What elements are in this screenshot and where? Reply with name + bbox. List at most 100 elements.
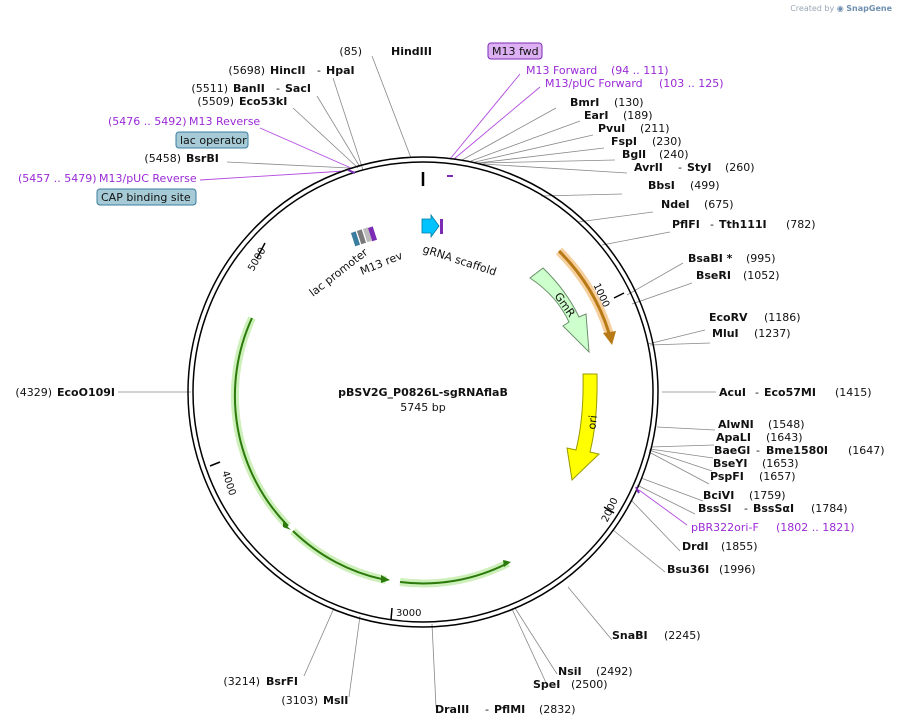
- site-sep-acui: -: [755, 386, 759, 399]
- credit-prefix: Created by: [790, 4, 835, 13]
- site-pos-ndei: (675): [704, 198, 734, 211]
- site-name-ecoo109i: EcoO109I: [57, 386, 115, 399]
- grna-scaffold-arrow: [421, 213, 440, 239]
- site-pos-avrii: (260): [725, 161, 755, 174]
- site-pos-apali: (1643): [766, 431, 803, 444]
- snapgene-logo-icon: ◉: [836, 4, 844, 13]
- plasmid-size: 5745 bp: [400, 401, 445, 414]
- site-name-bsrbi: BsrBI: [186, 152, 219, 165]
- primer-leaders: [199, 73, 688, 526]
- gmr-feature-arrow: [529, 267, 590, 354]
- leader-lines: [118, 55, 716, 708]
- site-name-acui: AcuI: [719, 386, 746, 399]
- green-arrowhead-1: [283, 522, 291, 530]
- site-pos-eco53ki: (5509): [197, 95, 234, 108]
- plasmid-name: pBSV2G_P0826L-sgRNAflaB: [338, 386, 508, 399]
- primer-name-m13puf: M13/pUC Forward: [545, 77, 643, 90]
- site-name-mlui: MluI: [712, 327, 739, 340]
- primer-range-m13r: (5476 .. 5492): [108, 115, 187, 128]
- site-name-pvui: PvuI: [598, 122, 625, 135]
- green-arrowhead-2: [381, 575, 390, 583]
- site-pos-bbsi: (499): [690, 179, 720, 192]
- site-name2-draiii: PflMI: [494, 703, 525, 716]
- site-name-snabi: SnaBI: [612, 629, 648, 642]
- site-pos-bsrbi: (5458): [144, 152, 181, 165]
- site-sep-avrii: -: [678, 161, 682, 174]
- site-sep-pflfi: -: [710, 218, 714, 231]
- ori-feature-arrow: [566, 373, 601, 482]
- site-pos-bsabi: (995): [746, 252, 776, 265]
- site-name-banii: BanII: [233, 82, 265, 95]
- site-name-drdi: DrdI: [682, 540, 709, 553]
- orange-feature-arrowhead: [603, 331, 616, 345]
- ori-label: ori: [585, 415, 599, 431]
- site-pos-alwni: (1548): [768, 418, 805, 431]
- site-pos-ecorv: (1186): [764, 311, 801, 324]
- cap-binding-site-label: CAP binding site: [101, 191, 191, 204]
- site-name-hindiii: HindIII: [391, 45, 432, 58]
- site-name-alwni: AlwNI: [718, 418, 754, 431]
- site-name2-banii: SacI: [285, 82, 311, 95]
- site-pos-bseri: (1052): [743, 269, 780, 282]
- site-pos-baegi: (1647): [848, 444, 885, 457]
- site-name-avrii: AvrII: [634, 161, 663, 174]
- primer-name-m13pur: M13/pUC Reverse: [99, 172, 197, 185]
- site-sep-baegi: -: [756, 444, 760, 457]
- site-pos-hincii: (5698): [228, 64, 265, 77]
- credit-brand: SnapGene: [846, 4, 892, 13]
- site-name-pflfi: PflFI: [672, 218, 700, 231]
- site-pos-bmri: (130): [614, 96, 644, 109]
- site-name-msli: MslI: [323, 694, 348, 707]
- site-sep-hincii: -: [317, 64, 321, 77]
- site-sep-banii: -: [276, 82, 280, 95]
- site-pos-pvui: (211): [640, 122, 670, 135]
- site-name-eari: EarI: [584, 109, 608, 122]
- site-name-draiii: DraIII: [435, 703, 469, 716]
- site-name-bseri: BseRI: [696, 269, 731, 282]
- site-pos-acui: (1415): [835, 386, 872, 399]
- grna-label: gRNA scaffold: [421, 242, 498, 278]
- primer-name-pbr: pBR322ori-F: [691, 521, 759, 534]
- backbone-outer-ring: [187, 156, 659, 628]
- site-name-bmri: BmrI: [570, 96, 599, 109]
- lac-operator-box: [175, 131, 249, 149]
- ring-primer-ticks: [347, 169, 640, 494]
- m13-fwd-box-label: M13 fwd: [492, 45, 539, 58]
- site-name-fspi: FspI: [611, 135, 637, 148]
- tick-label-4000: 4000: [219, 470, 237, 498]
- tick-label-2000: 2000: [600, 496, 621, 524]
- lac-cluster: [350, 226, 378, 247]
- primer-range-m13pur: (5457 .. 5479): [18, 172, 97, 185]
- site-name-ndei: NdeI: [661, 198, 690, 211]
- cap-binding-site-box: [96, 188, 197, 206]
- site-pos-bcivi: (1759): [749, 489, 786, 502]
- site-pos-bsssi: (1784): [811, 502, 848, 515]
- primer-range-pbr: (1802 .. 1821): [776, 521, 855, 534]
- backbone-inner-ring: [192, 161, 654, 623]
- site-name-bbsi: BbsI: [648, 179, 675, 192]
- site-name-bsssi: BssSI: [698, 502, 732, 515]
- site-pos-mlui: (1237): [754, 327, 791, 340]
- site-sep-draiii: -: [485, 703, 489, 716]
- primer-range-m13puf: (103 .. 125): [659, 77, 724, 90]
- site-name-nsii: NsiI: [558, 665, 582, 678]
- grna-primer-mark: [440, 219, 443, 234]
- site-pos-bgli: (240): [659, 148, 689, 161]
- site-name-bsu36i: Bsu36I: [667, 563, 709, 576]
- site-pos-spei: (2500): [571, 678, 608, 691]
- site-pos-msli: (3103): [281, 694, 318, 707]
- green-arrowhead-3: [503, 560, 511, 567]
- site-name-hincii: HincII: [270, 64, 306, 77]
- tick-label-3000: 3000: [396, 608, 421, 619]
- green-features: [230, 316, 510, 588]
- site-name2-acui: Eco57MI: [764, 386, 816, 399]
- site-name-baegi: BaeGI: [714, 444, 750, 457]
- snapgene-credit: Created by ◉ SnapGene: [790, 4, 892, 13]
- site-name-pspfi: PspFI: [710, 470, 744, 483]
- site-name-apali: ApaLI: [716, 431, 751, 444]
- site-pos-bseyi: (1653): [762, 457, 799, 470]
- site-pos-drdi: (1855): [721, 540, 758, 553]
- site-name-bcivi: BciVI: [703, 489, 734, 502]
- site-pos-snabi: (2245): [664, 629, 701, 642]
